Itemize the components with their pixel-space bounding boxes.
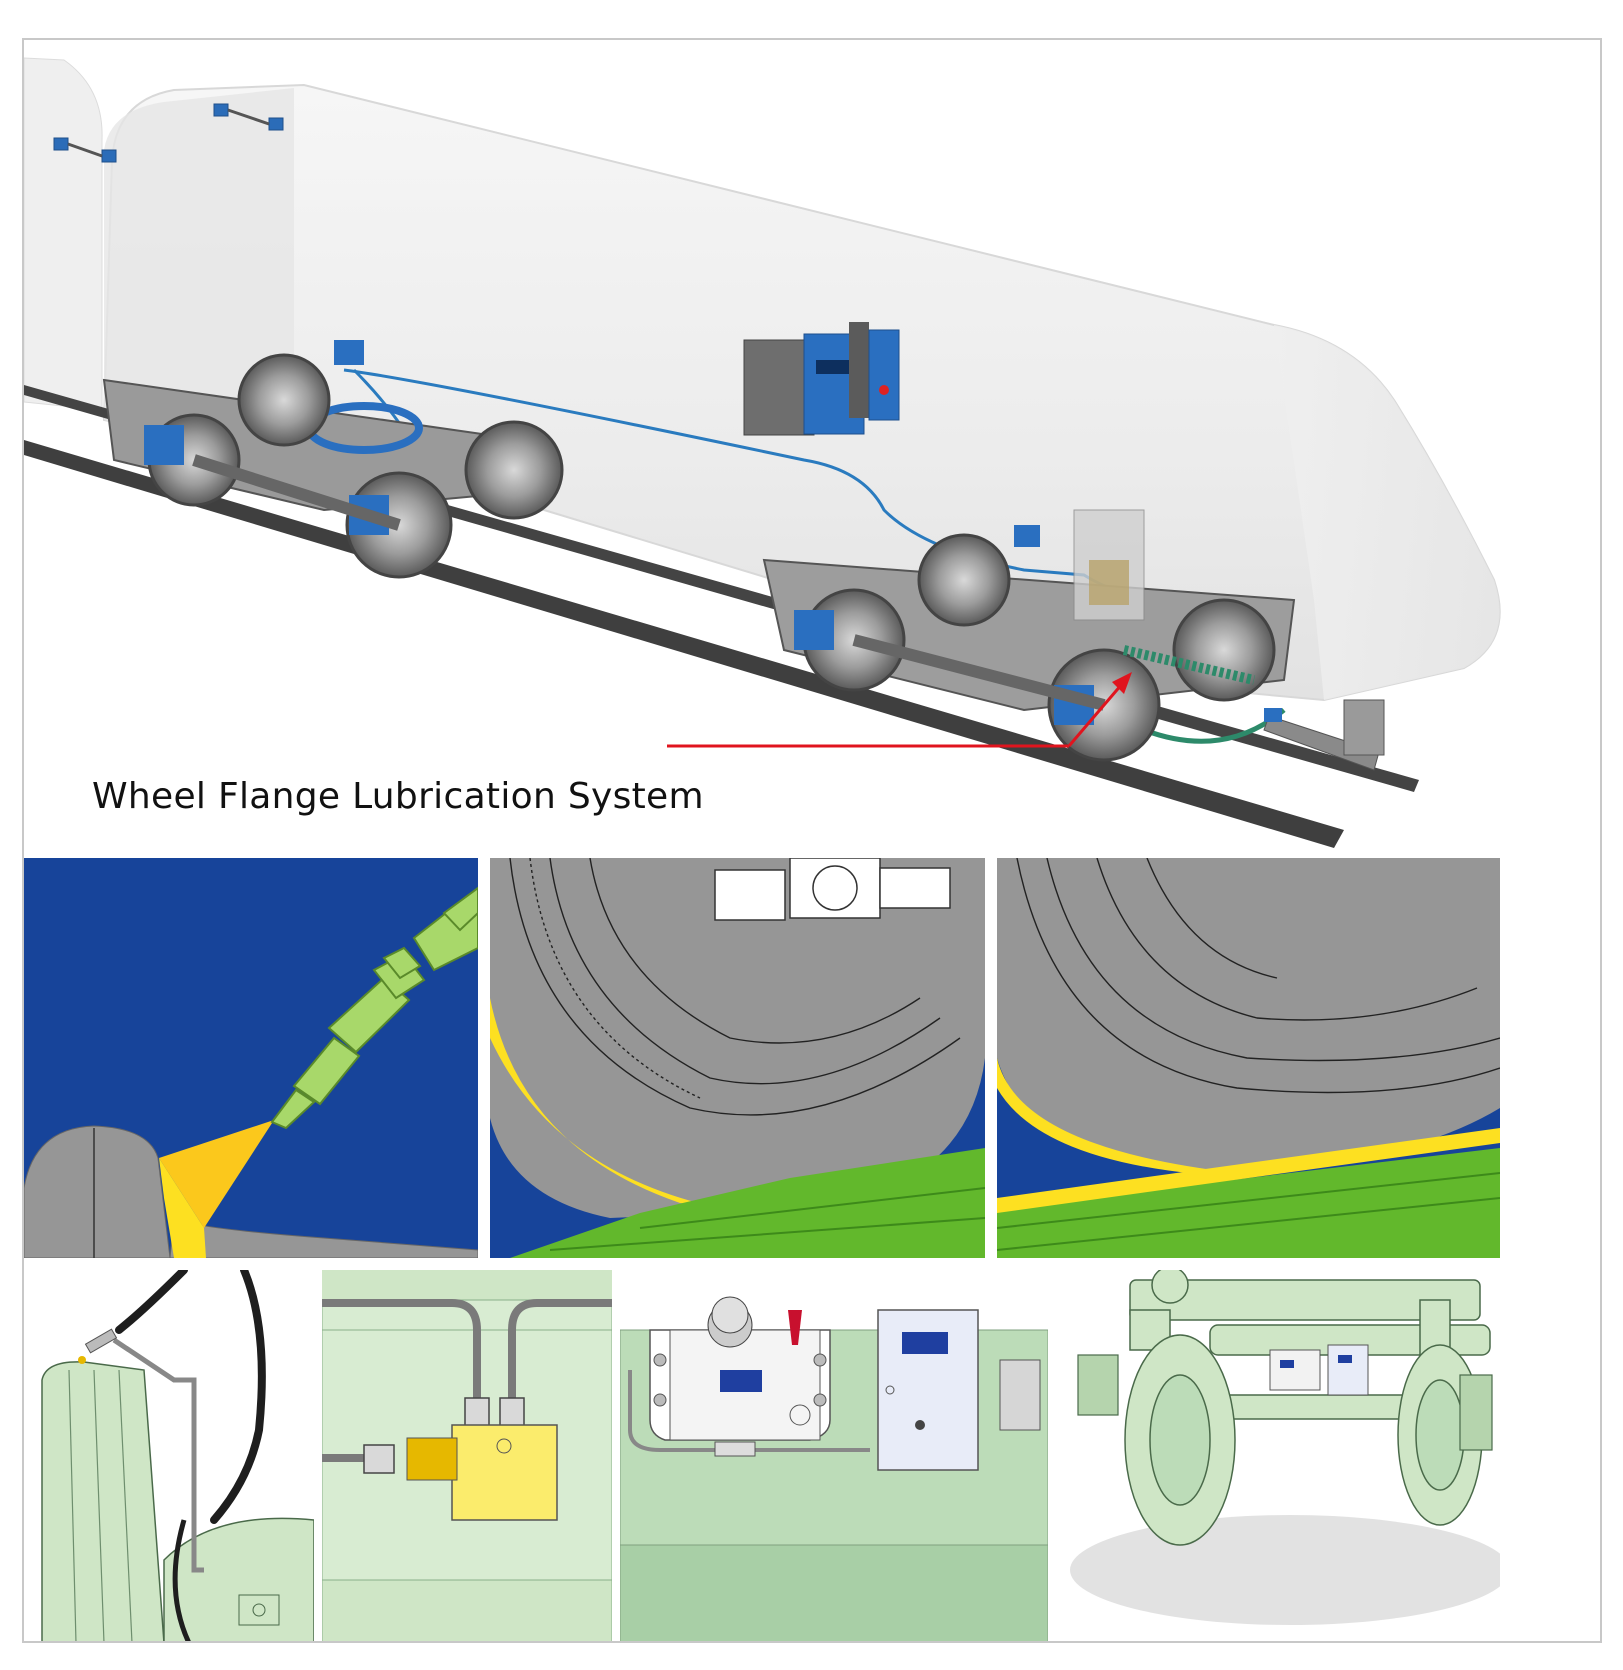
- callout-label: Wheel Flange Lubrication System: [92, 776, 704, 817]
- wheel-contour-lines: [509, 858, 961, 1116]
- train-car-side-shade: [104, 88, 294, 460]
- bogie-assembly-view: [1060, 1270, 1500, 1641]
- rear-car-body: [24, 57, 103, 411]
- lubricant-spray-cone: [159, 1120, 274, 1228]
- rear-bogie: [102, 340, 564, 579]
- front-bogie: [762, 509, 1296, 762]
- train-illustration: Wheel Flange Lubrication System: [24, 40, 1600, 860]
- pipe-fittings: [363, 1397, 525, 1474]
- lubricant-hose: [115, 1270, 266, 1524]
- nozzle-mount-detail: [24, 1270, 314, 1641]
- wheel-flange-profile: [24, 1125, 171, 1258]
- flange-lubrication-units: [1269, 1344, 1369, 1396]
- controller-display: [902, 1332, 948, 1354]
- distributor-block-detail: [322, 1270, 612, 1641]
- train-nose: [1274, 325, 1500, 700]
- rail-surface: [997, 1148, 1500, 1258]
- nozzle-tip: [78, 1328, 118, 1364]
- pump-label-plate: [720, 1370, 762, 1392]
- inlet-fitting: [406, 1437, 458, 1481]
- controller-box: [877, 1309, 979, 1471]
- callout-leader-line: [667, 672, 1132, 748]
- front-coupler: [1263, 699, 1385, 771]
- nozzle-bracket: [112, 1337, 204, 1573]
- wheel-disc: [41, 1361, 165, 1641]
- nozzle-spray-closeup: [24, 858, 478, 1258]
- spray-nozzle: [270, 886, 478, 1130]
- lubrication-pump: [649, 1296, 831, 1441]
- bogie-frame-sketch: [714, 858, 951, 921]
- rail-surface: [510, 1148, 985, 1258]
- wheel-contour-lines: [1016, 858, 1500, 1094]
- figure-frame: Wheel Flange Lubrication System: [22, 38, 1602, 1643]
- pump-and-controller-unit: [620, 1270, 1048, 1641]
- distributor-block: [451, 1424, 558, 1521]
- callout-arrowhead: [1112, 672, 1132, 694]
- control-unit-pair: [743, 322, 900, 436]
- wheel-flange-lubricant-view-2: [997, 858, 1500, 1258]
- roof-bracket: [53, 103, 284, 163]
- wheel-flange-lubricant-view-1: [490, 858, 985, 1258]
